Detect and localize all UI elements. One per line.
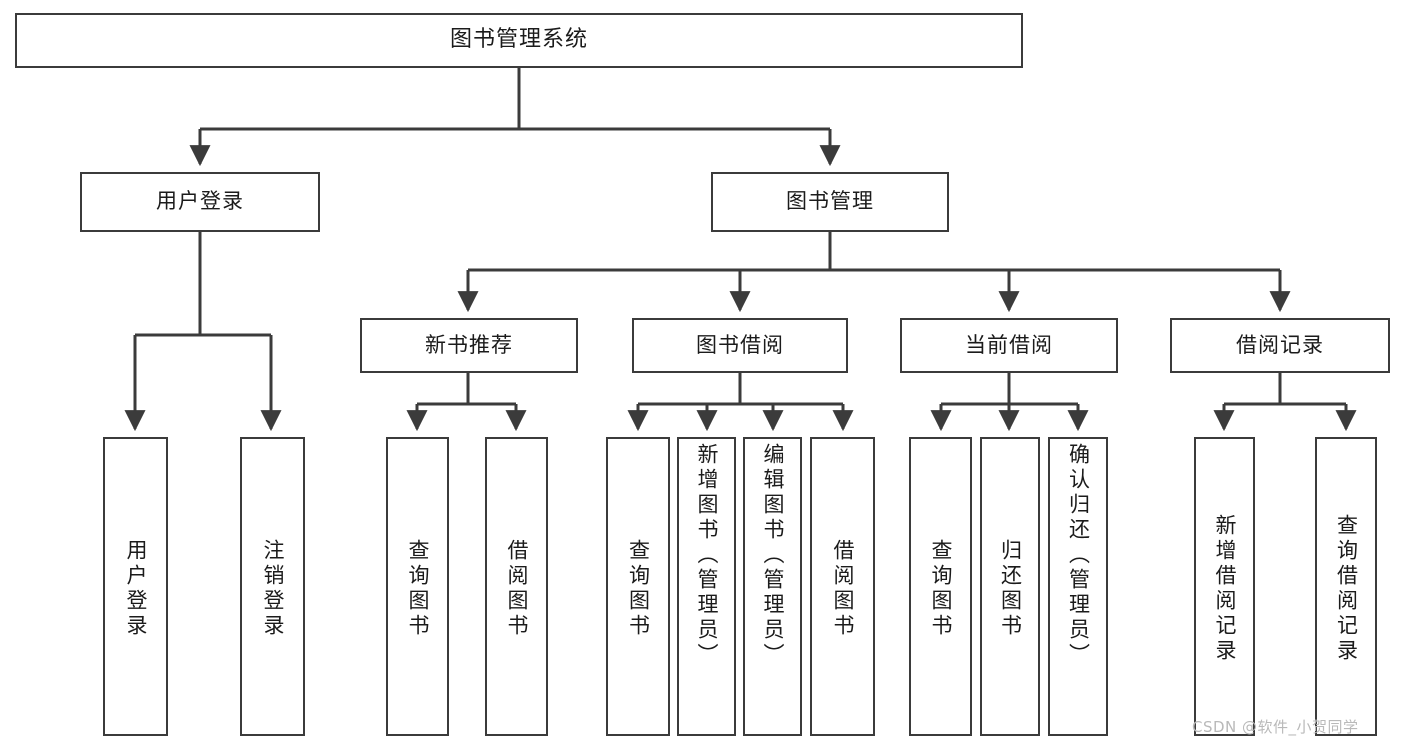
node-label: 借阅记录 [1236,332,1324,357]
leaf-borrow-record-add-record[interactable]: 新增借阅记录 [1194,437,1255,736]
leaf-book-borrow-query-book[interactable]: 查询图书 [606,437,670,736]
node-label: 借阅图书 [831,538,855,639]
node-label: 归还图书 [998,538,1023,639]
leaf-current-borrow-query-book[interactable]: 查询图书 [909,437,972,736]
node-label: 编辑图书（管理员） [761,443,785,668]
leaf-book-borrow-edit-book-admin[interactable]: 编辑图书（管理员） [743,437,802,736]
node-book-management[interactable]: 图书管理 [711,172,949,232]
leaf-user-login-login[interactable]: 用户登录 [103,437,168,736]
leaf-user-login-logout[interactable]: 注销登录 [240,437,305,736]
node-label: 查询图书 [626,538,651,639]
node-label: 注销登录 [261,538,285,639]
leaf-new-book-query-book[interactable]: 查询图书 [386,437,449,736]
node-label: 新增图书（管理员） [695,443,719,668]
node-label: 确认归还（管理员） [1066,443,1091,668]
node-current-borrow[interactable]: 当前借阅 [900,318,1118,373]
node-label: 查询图书 [929,538,953,639]
node-book-borrow[interactable]: 图书借阅 [632,318,848,373]
leaf-current-borrow-confirm-return-admin[interactable]: 确认归还（管理员） [1048,437,1108,736]
node-borrow-record[interactable]: 借阅记录 [1170,318,1390,373]
node-label: 用户登录 [156,189,244,214]
leaf-borrow-record-query-record[interactable]: 查询借阅记录 [1315,437,1377,736]
node-label: 用户登录 [124,538,148,639]
node-label: 查询借阅记录 [1334,513,1359,664]
node-label: 查询图书 [406,538,430,639]
csdn-watermark: CSDN @软件_小贺同学 [1192,718,1359,736]
node-new-book-recommend[interactable]: 新书推荐 [360,318,578,373]
node-label: 当前借阅 [965,332,1053,357]
node-root-system[interactable]: 图书管理系统 [15,13,1023,68]
leaf-current-borrow-return-book[interactable]: 归还图书 [980,437,1040,736]
leaf-book-borrow-add-book-admin[interactable]: 新增图书（管理员） [677,437,736,736]
node-label: 新书推荐 [425,332,513,357]
node-user-login[interactable]: 用户登录 [80,172,320,232]
node-label: 图书借阅 [696,332,784,357]
node-label: 借阅图书 [505,538,529,639]
node-label: 图书管理系统 [449,27,588,53]
leaf-book-borrow-borrow-book[interactable]: 借阅图书 [810,437,875,736]
node-label: 图书管理 [786,189,874,214]
node-label: 新增借阅记录 [1213,513,1237,664]
leaf-new-book-borrow-book[interactable]: 借阅图书 [485,437,548,736]
